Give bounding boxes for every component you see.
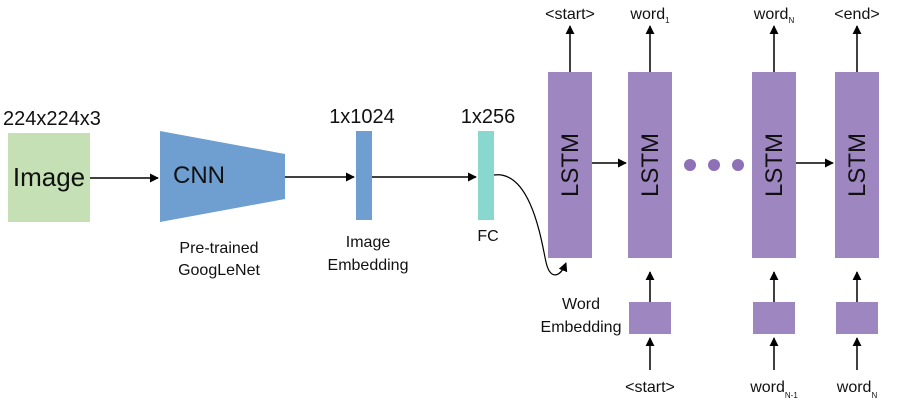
image-embedding-block [356, 131, 372, 220]
lstm-cell-label: LSTM [844, 133, 871, 197]
lstm-cell [628, 72, 672, 258]
lstm-output-label: <end> [834, 6, 879, 23]
lstm-input-label: wordN-1 [749, 379, 798, 400]
cnn-caption-line2: GoogLeNet [178, 262, 260, 279]
ellipsis-dot [708, 159, 720, 171]
fc-caption: FC [477, 228, 498, 245]
cnn-block [160, 131, 285, 222]
lstm-cell [548, 72, 592, 258]
lstm-cell-label: LSTM [637, 133, 664, 197]
input-image-label: Image [13, 162, 85, 192]
cnn-caption-line1: Pre-trained [179, 240, 258, 257]
lstm-output-label: <start> [545, 6, 595, 23]
word-embedding-box [629, 302, 671, 334]
word-embedding-box [836, 302, 878, 334]
image-embedding-dims: 1x1024 [329, 106, 395, 128]
lstm-output-label: word1 [629, 6, 670, 25]
fc-block [478, 131, 494, 220]
word-embedding-caption-line2: Embedding [541, 319, 622, 336]
input-image-box [8, 133, 90, 222]
input-dims-label: 224x224x3 [3, 108, 101, 130]
fc-to-lstm-curve-arrow [493, 174, 568, 276]
word-embedding-caption-line1: Word [562, 296, 600, 313]
cnn-label: CNN [173, 162, 225, 189]
ellipsis-dot [732, 159, 744, 171]
fc-dims: 1x256 [461, 106, 516, 128]
image-embedding-caption-line2: Embedding [328, 257, 409, 274]
ellipsis-dot [684, 159, 696, 171]
word-embedding-box [753, 302, 795, 334]
lstm-input-label: <start> [625, 379, 675, 396]
lstm-input-label: wordN [836, 379, 878, 400]
image-embedding-caption-line1: Image [346, 234, 391, 251]
lstm-output-label: wordN [753, 6, 795, 25]
lstm-cell-label: LSTM [557, 133, 584, 197]
lstm-cell [752, 72, 796, 258]
lstm-cell [835, 72, 879, 258]
lstm-cell-label: LSTM [761, 133, 788, 197]
